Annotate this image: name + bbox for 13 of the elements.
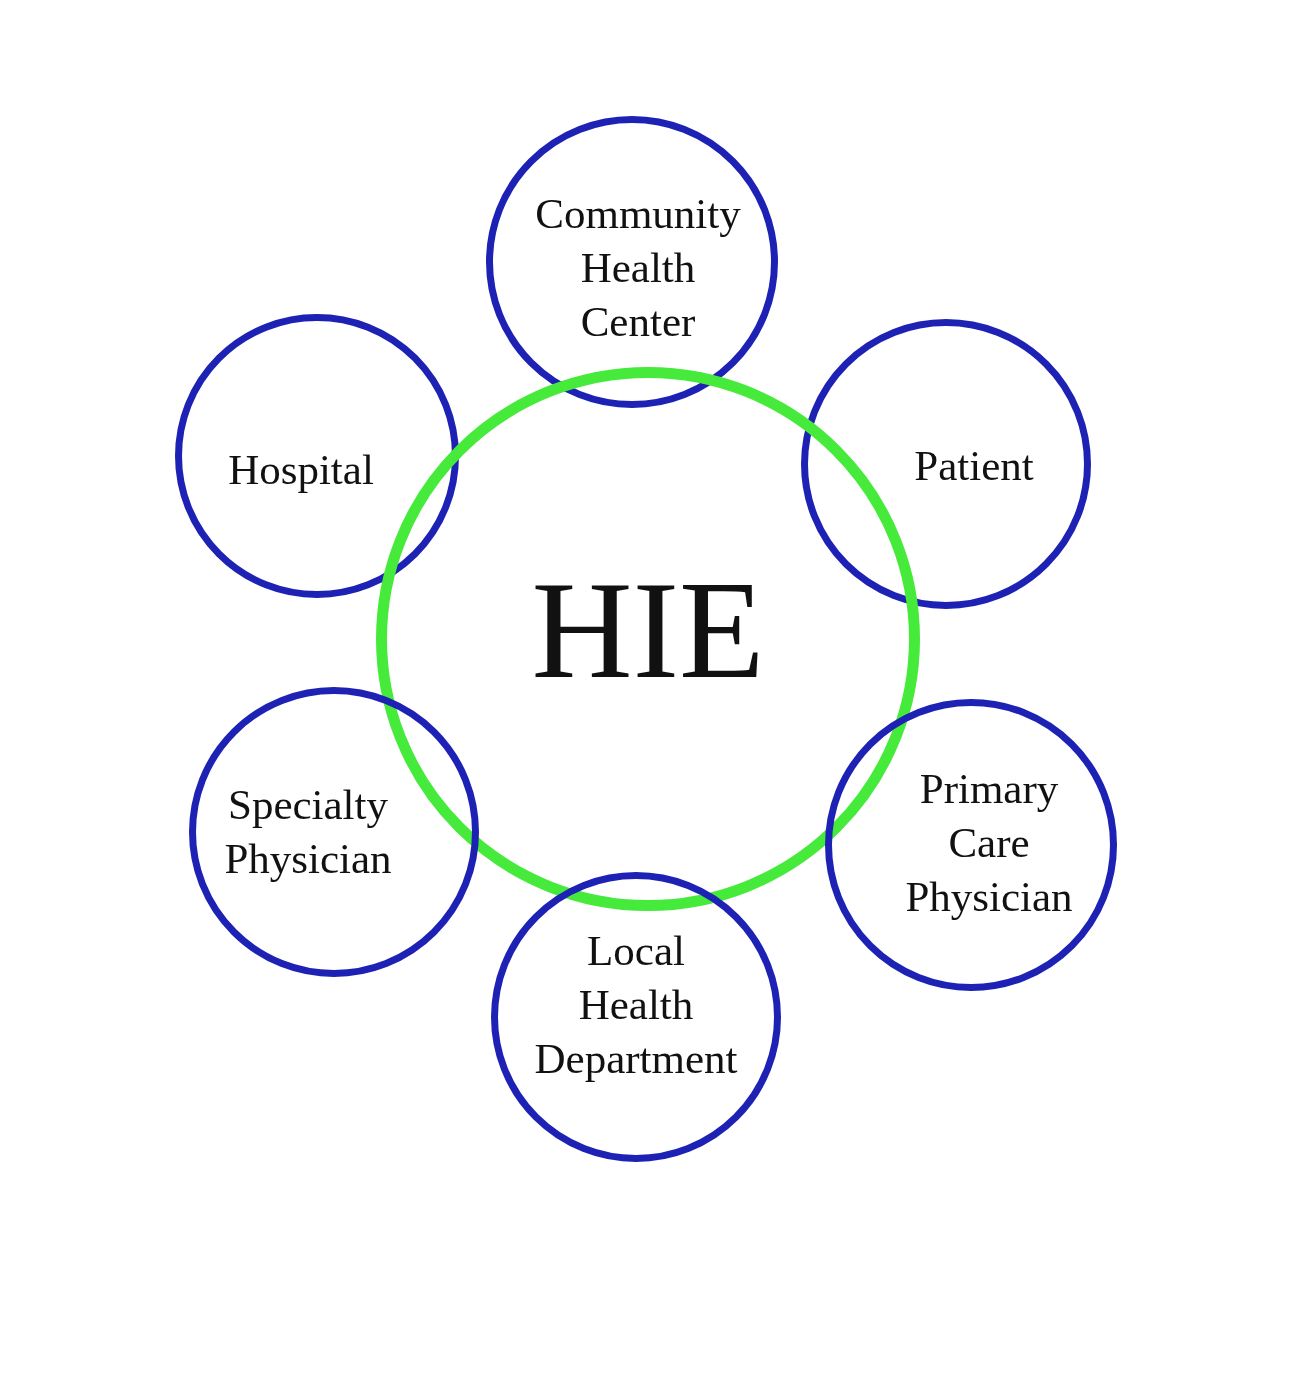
node-label: Specialty Physician: [224, 780, 392, 884]
circle-node: [175, 314, 459, 598]
circle-node: [189, 687, 479, 977]
node-label: Hospital: [228, 445, 374, 496]
node-label: Local Health Department: [534, 926, 738, 1084]
hub-label: HIE: [531, 550, 765, 709]
node-label: Primary Care Physician: [905, 764, 1073, 922]
circle-node: [801, 319, 1091, 609]
node-label: Community Health Center: [535, 189, 741, 347]
circle-node: [486, 116, 778, 408]
node-label: Patient: [914, 441, 1034, 492]
circle-node: [825, 699, 1117, 991]
circle-node: [491, 872, 781, 1162]
